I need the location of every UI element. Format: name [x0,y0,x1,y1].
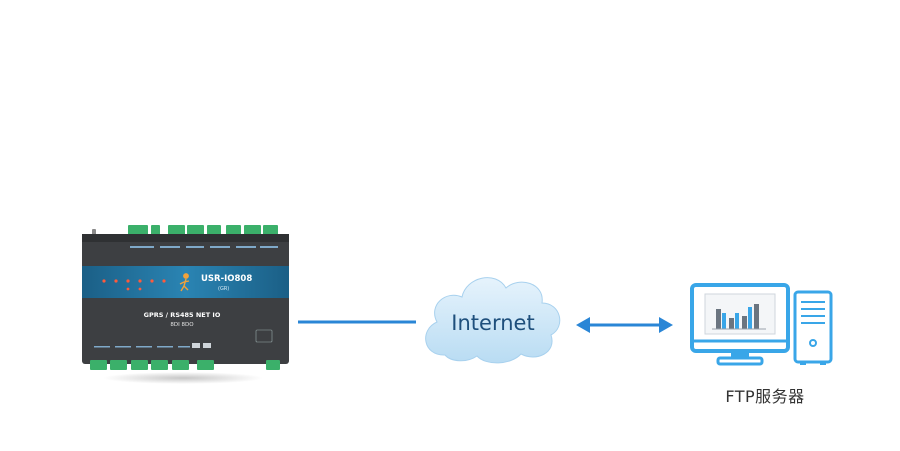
device-top-edge [82,234,289,242]
bottom-terminal-blocks [90,360,280,370]
device-shadow [103,372,263,384]
top-terminal-blocks [128,225,278,235]
cloud-label: Internet [451,311,534,335]
device-line1-text: GPRS / RS485 NET IO [144,311,221,319]
device-model-text: USR-IO808 [201,274,252,284]
monitor-icon [690,283,790,366]
io-device: USR-IO808 (GR) GPRS / RS485 NET IO 8DI 8… [82,225,289,384]
bottom-port-labels [94,346,190,348]
server-label: FTP服务器 [725,387,805,406]
device-reset-tag [192,343,200,348]
ftp-server [690,283,833,366]
server-tower-icon [793,290,833,365]
status-leds [102,279,166,291]
device-line2-text: 8DI 8DO [170,322,194,328]
device-body [82,234,289,364]
internet-cloud: Internet [425,277,561,364]
bidirectional-arrow-icon [576,317,673,333]
top-port-labels [130,246,278,248]
cloud-shape [425,277,561,364]
device-variant-text: (GR) [218,286,229,292]
brand-logo-icon [179,273,190,292]
device-side-port [255,329,273,343]
device-reload-tag [203,343,211,348]
